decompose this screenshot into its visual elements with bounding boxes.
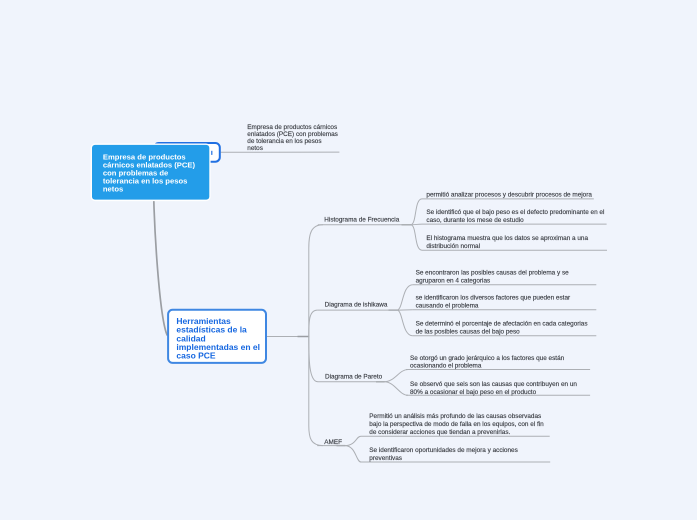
svg-text:estadísticas de la: estadísticas de la <box>176 325 247 335</box>
svg-text:Se determinó el porcentaje de: Se determinó el porcentaje de afectación… <box>416 321 588 328</box>
svg-text:Diagrama de ishikawa: Diagrama de ishikawa <box>325 302 388 309</box>
svg-text:tolerancia en los pesos: tolerancia en los pesos <box>103 176 188 185</box>
svg-text:distribución normal: distribución normal <box>426 243 480 250</box>
svg-text:permitió analizar procesos y d: permitió analizar procesos y descubrir p… <box>426 191 592 198</box>
svg-text:implementadas en el: implementadas en el <box>176 342 260 352</box>
svg-text:causando el problema: causando el problema <box>416 303 479 310</box>
svg-text:Permitió un análisis más profu: Permitió un análisis más profundo de las… <box>369 413 541 420</box>
svg-text:Se otorgó un grado jerárquico: Se otorgó un grado jerárquico a los fact… <box>410 355 565 362</box>
svg-text:enlatados (PCE) con problemas: enlatados (PCE) con problemas <box>247 131 338 138</box>
svg-text:80% a ocasionar el bajo peso e: 80% a ocasionar el bajo peso en el produ… <box>410 389 537 396</box>
svg-text:de las posibles causas del baj: de las posibles causas del bajo peso <box>416 329 521 336</box>
svg-text:Empresa de productos cárnicos: Empresa de productos cárnicos <box>247 124 337 131</box>
svg-text:caso, durante los mese de estu: caso, durante los mese de estudio <box>426 217 524 224</box>
svg-text:Histograma de Frecuencia: Histograma de Frecuencia <box>324 216 399 223</box>
svg-text:bajo la perspectiva de modo de: bajo la perspectiva de modo de falla en … <box>369 421 544 428</box>
svg-text:se identificaron los diversos: se identificaron los diversos factores q… <box>416 295 571 302</box>
svg-text:preventivas: preventivas <box>369 455 402 462</box>
svg-text:Se observó que seis son las ca: Se observó que seis son las causas que c… <box>410 381 577 388</box>
svg-text:AMEF: AMEF <box>324 439 342 446</box>
svg-text:de tolerancia en los pesos: de tolerancia en los pesos <box>247 138 321 145</box>
svg-text:netos: netos <box>247 145 263 152</box>
svg-text:Se encontraron las posibles ca: Se encontraron las posibles causas del p… <box>416 270 570 277</box>
svg-text:Diagrama de Pareto: Diagrama de Pareto <box>325 374 383 381</box>
svg-text:Empresa de productos: Empresa de productos <box>103 152 186 161</box>
svg-text:cárnicos enlatados (PCE): cárnicos enlatados (PCE) <box>103 160 196 169</box>
svg-text:de considerar acciones que tie: de considerar acciones que tiendan a pre… <box>369 429 510 436</box>
svg-text:El histograma muestra que los: El histograma muestra que los datos se a… <box>426 235 588 242</box>
svg-text:Se identificó que el bajo peso: Se identificó que el bajo peso es el def… <box>426 209 604 216</box>
svg-text:Se identificaron oportunidades: Se identificaron oportunidades de mejora… <box>369 447 518 454</box>
svg-text:Herramientas: Herramientas <box>176 316 231 326</box>
svg-text:caso PCE: caso PCE <box>176 351 216 361</box>
svg-text:agruparon en 4 categorias: agruparon en 4 categorias <box>416 278 491 285</box>
svg-text:calidad: calidad <box>176 333 205 343</box>
svg-text:con problemas de: con problemas de <box>103 168 168 177</box>
svg-text:netos: netos <box>103 184 123 193</box>
svg-text:ocasionando el problema: ocasionando el problema <box>410 362 482 369</box>
